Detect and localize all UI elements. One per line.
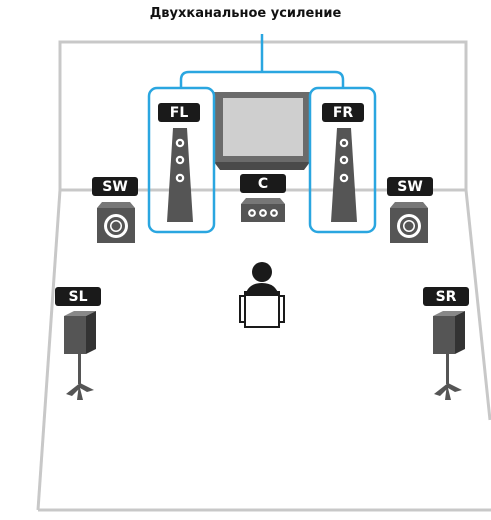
sl-surround-speaker-icon <box>64 311 96 400</box>
fl-label: FL <box>158 103 200 122</box>
sw-right-label-text: SW <box>397 179 423 195</box>
listener-icon <box>239 262 285 328</box>
sw-left-label: SW <box>92 177 138 196</box>
fr-label-text: FR <box>333 105 354 121</box>
c-label-text: C <box>258 176 268 192</box>
subwoofer-left-icon <box>97 202 135 243</box>
fl-highlight-frame <box>147 86 216 234</box>
sl-label: SL <box>55 287 101 306</box>
subwoofer-right-icon <box>390 202 428 243</box>
fr-tower-speaker-icon <box>331 128 357 222</box>
fr-highlight-frame <box>308 86 377 234</box>
biamp-connection-lines <box>179 34 345 88</box>
sw-right-label: SW <box>387 177 433 196</box>
fr-label: FR <box>322 103 364 122</box>
c-label: C <box>240 174 286 193</box>
sr-label-text: SR <box>436 289 457 305</box>
center-speaker-icon <box>241 198 285 222</box>
sl-label-text: SL <box>68 289 87 305</box>
sr-label: SR <box>423 287 469 306</box>
fl-tower-speaker-icon <box>167 128 193 222</box>
sw-left-label-text: SW <box>102 179 128 195</box>
diagram-title: Двухканальное усиление <box>149 6 342 21</box>
fl-label-text: FL <box>170 105 189 121</box>
tv-screen <box>214 92 310 170</box>
sr-surround-speaker-icon <box>433 311 465 400</box>
